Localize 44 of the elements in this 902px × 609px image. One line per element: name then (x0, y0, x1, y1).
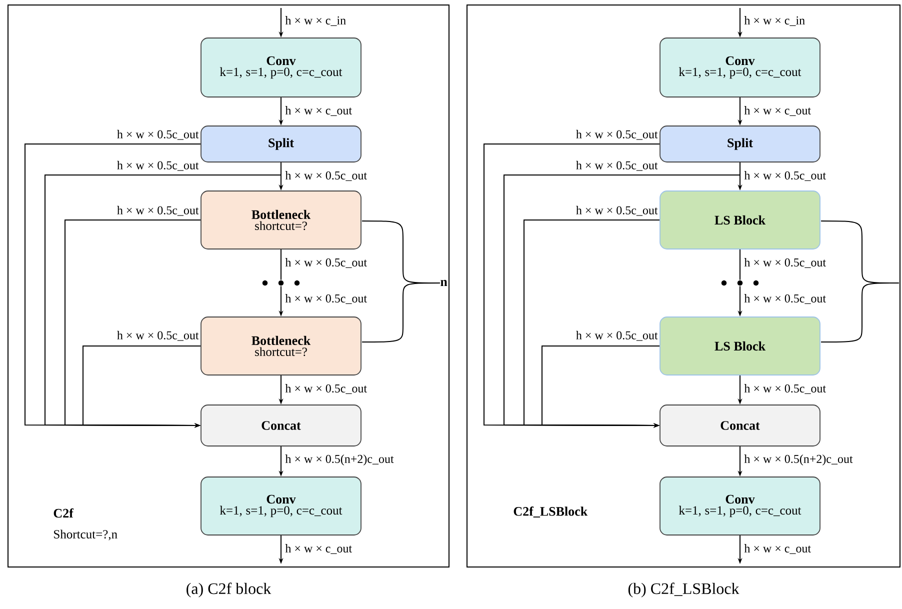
edge-label: h × w × 0.5c_out (744, 294, 826, 304)
edge-label: h × w × 0.5c_out (285, 384, 367, 394)
edge-label: h × w × 0.5c_out (576, 206, 658, 216)
edge-label: h × w × 0.5c_out (744, 171, 826, 181)
block-box: Bottleneck shortcut=? (200, 316, 362, 376)
repeat-count: n (440, 280, 448, 286)
edge-label: h × w × c_out (744, 544, 811, 554)
edge-label: h × w × 0.5(n+2)c_out (285, 454, 394, 466)
conv-box: Conv k=1, s=1, p=0, c=c_cout (660, 476, 820, 536)
split-box: Split (200, 126, 362, 162)
edge-label: h × w × 0.5c_out (285, 171, 367, 181)
edge-label: h × w × 0.5c_out (117, 330, 199, 341)
edge-label: h × w × 0.5c_out (576, 160, 658, 171)
concat-box: Concat (660, 404, 820, 446)
edge-label: h × w × c_out (285, 544, 352, 554)
split-box: Split (660, 126, 820, 162)
panel-title: C2f_LSBlock (514, 506, 588, 518)
conv-box: Conv k=1, s=1, p=0, c=c_cout (660, 38, 820, 98)
edge-label: h × w × 0.5c_out (117, 160, 199, 171)
edge-label: h × w × 0.5c_out (285, 294, 367, 304)
conv-box: Conv k=1, s=1, p=0, c=c_cout (200, 38, 362, 98)
edge-label: h × w × c_out (285, 106, 352, 116)
block-box: Bottleneck shortcut=? (200, 190, 362, 250)
block-box: LS Block (660, 190, 820, 250)
edge-label: h × w × 0.5c_out (285, 258, 367, 268)
concat-box: Concat (200, 404, 362, 446)
edge-label: h × w × 0.5c_out (744, 384, 826, 394)
figure-caption: (b) C2f_LSBlock (628, 582, 740, 598)
ellipsis-dots (262, 280, 300, 286)
edge-label: h × w × 0.5c_out (576, 130, 658, 140)
edge-label: h × w × c_in (285, 16, 346, 26)
edge-label: h × w × 0.5c_out (117, 130, 199, 140)
edge-label: h × w × c_out (744, 106, 811, 116)
conv-box: Conv k=1, s=1, p=0, c=c_cout (200, 476, 362, 536)
edge-label: h × w × 0.5c_out (744, 258, 826, 268)
panel-note: Shortcut=?,n (54, 530, 118, 540)
ellipsis-dots (721, 280, 759, 286)
block-box: LS Block (660, 316, 820, 376)
figure-caption: (a) C2f block (186, 582, 272, 598)
edge-label: h × w × 0.5c_out (576, 330, 658, 341)
panel-title: C2f (54, 508, 74, 518)
edge-label: h × w × 0.5(n+2)c_out (744, 454, 853, 466)
edge-label: h × w × 0.5c_out (117, 206, 199, 216)
edge-label: h × w × c_in (744, 16, 805, 26)
